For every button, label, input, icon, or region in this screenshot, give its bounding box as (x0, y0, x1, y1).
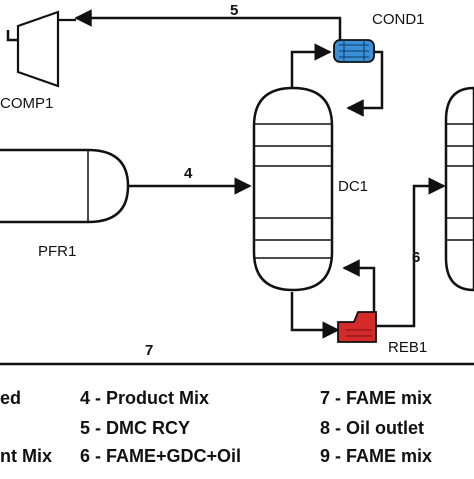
cond1-condenser (333, 39, 375, 63)
pfr1-label: PFR1 (38, 243, 76, 260)
dc1-bottoms-line (290, 292, 340, 339)
legend-col1-row1: ed (0, 388, 21, 408)
reb1-reboiler (337, 311, 377, 343)
stream-6-line (376, 177, 446, 328)
legend-stream-5: 5 - DMC RCY (80, 418, 190, 438)
pfr1-reactor (0, 148, 130, 224)
comp1-compressor (16, 10, 76, 88)
dc1-label: DC1 (338, 178, 368, 195)
comp1-label: COMP1 (0, 95, 53, 112)
cond1-label: COND1 (372, 11, 425, 28)
legend: ed nt Mix 4 - Product Mix 5 - DMC RCY 6 … (0, 388, 432, 466)
dc1-column (252, 86, 334, 292)
reflux-line (346, 50, 384, 117)
stream-5-line (74, 9, 342, 45)
stream-5-label: 5 (230, 2, 238, 19)
stream-7-label: 7 (145, 342, 153, 359)
dc1-vapour-line (290, 43, 332, 100)
reb1-label: REB1 (388, 339, 427, 356)
stream-5-comp-connection (6, 30, 18, 42)
legend-stream-6: 6 - FAME+GDC+Oil (80, 446, 241, 466)
stream-6-label: 6 (412, 249, 420, 266)
legend-stream-9: 9 - FAME mix (320, 446, 432, 466)
legend-stream-7: 7 - FAME mix (320, 388, 432, 408)
second-column (444, 86, 474, 292)
legend-stream-8: 8 - Oil outlet (320, 418, 424, 438)
legend-stream-4: 4 - Product Mix (80, 388, 209, 408)
reboiler-return-line (342, 259, 376, 318)
legend-col1-row3: nt Mix (0, 446, 52, 466)
stream-4-label: 4 (184, 165, 193, 182)
